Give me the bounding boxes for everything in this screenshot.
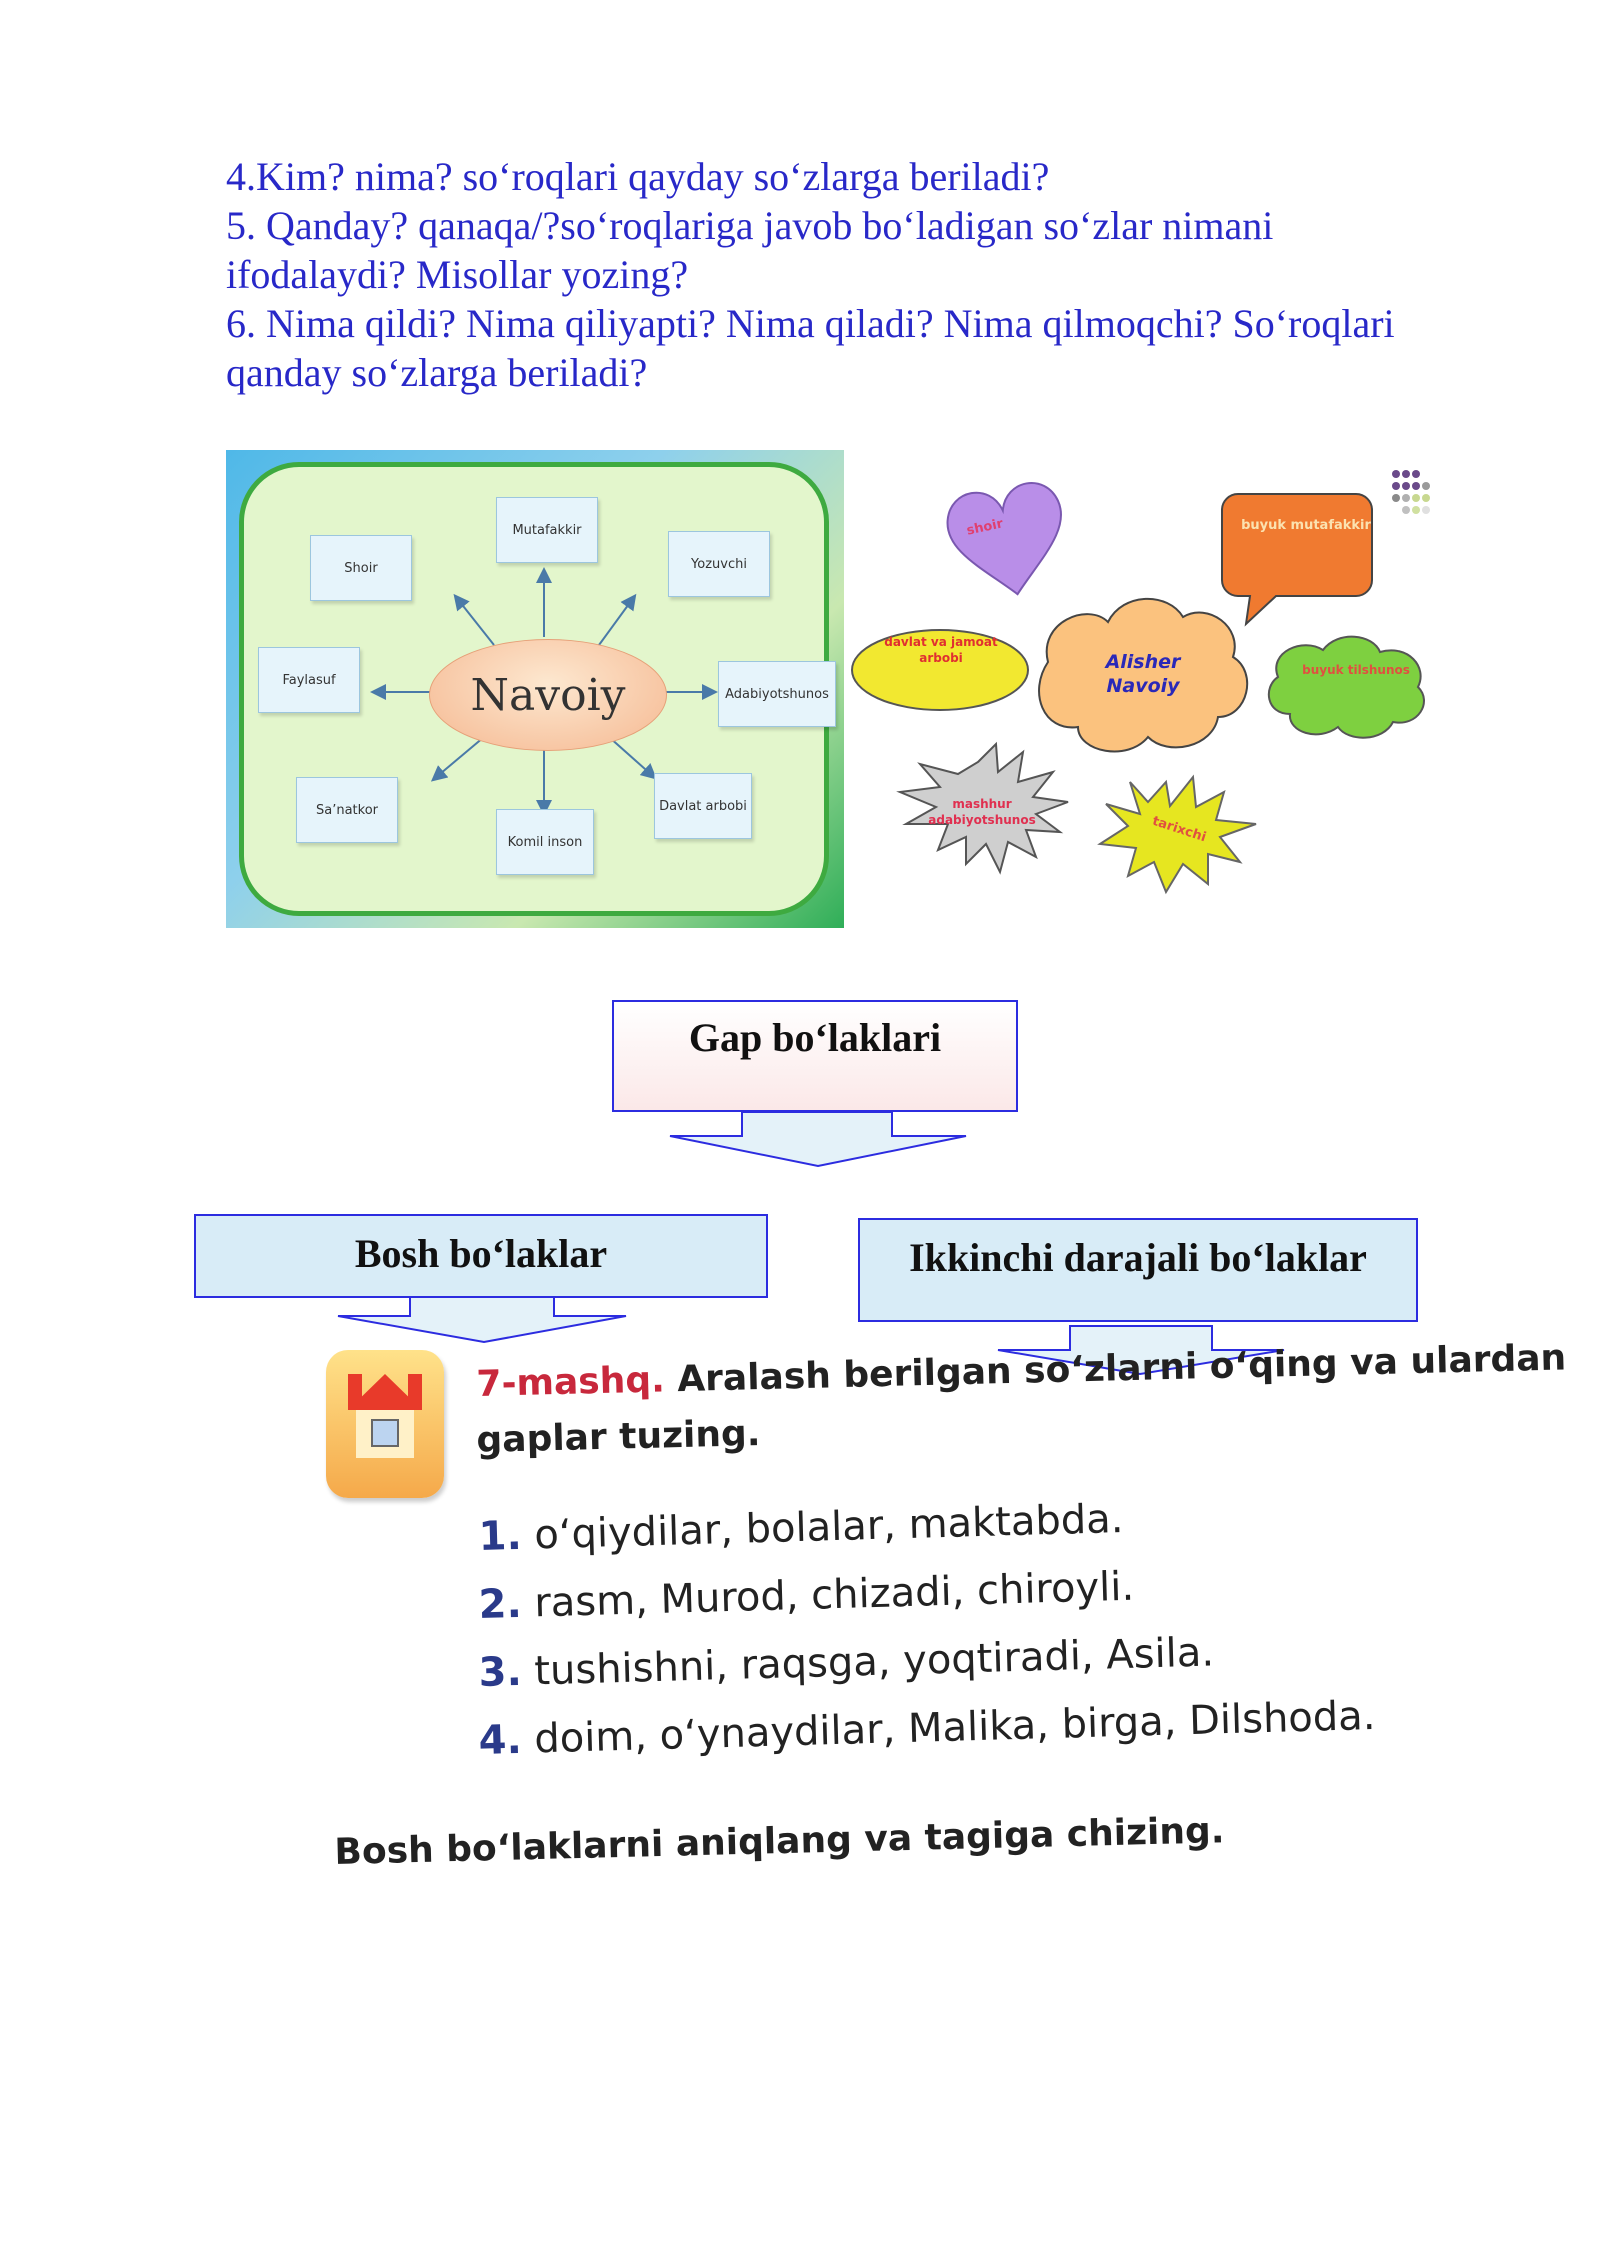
item-number: 4.: [478, 1716, 523, 1764]
question-6-line1: 6. Nima qildi? Nima qiliyapti? Nima qila…: [226, 301, 1395, 346]
question-6-line2: qanday so‘zlarga beriladi?: [226, 350, 648, 395]
exercise-item-2: 2. rasm, Murod, chizadi, chiroyli.: [478, 1564, 1135, 1628]
card-yozuvchi: Yozuvchi: [668, 531, 770, 597]
exercise-number: 7-mashq.: [476, 1359, 666, 1405]
bubble-shapes: [851, 470, 1430, 895]
exercise-house-icon: [326, 1350, 444, 1498]
card-mutafakkir: Mutafakkir: [496, 497, 598, 563]
house-icon: [348, 1374, 422, 1458]
bubble-mashhur-adabiyotshunos: mashhur adabiyotshunos: [928, 797, 1036, 827]
card-komil-inson: Komil inson: [496, 809, 594, 875]
card-faylasuf: Faylasuf: [258, 647, 360, 713]
box-bosh-bolaklar: Bosh bo‘laklar: [194, 1214, 768, 1298]
card-adabiyotshunos: Adabiyotshunos: [718, 661, 836, 727]
mindmap-frame: Mutafakkir Shoir Yozuvchi Faylasuf Adabi…: [239, 462, 836, 916]
item-text: tushishni, raqsga, yoqtiradi, Asila.: [533, 1629, 1215, 1695]
exercise-instruction-line2: gaplar tuzing.: [476, 1413, 761, 1461]
question-5-line2: ifodalaydi? Misollar yozing?: [226, 252, 689, 297]
bubble-alisher-navoiy: Alisher Navoiy: [1105, 651, 1181, 697]
question-5-line1: 5. Qanday? qanaqa/?so‘roqlariga javob bo…: [226, 203, 1274, 248]
item-number: 1.: [478, 1512, 523, 1560]
item-number: 2.: [478, 1580, 523, 1628]
card-shoir: Shoir: [310, 535, 412, 601]
card-davlat-arbobi: Davlat arbobi: [654, 773, 752, 839]
bubble-buyuk-tilshunos: buyuk tilshunos: [1302, 663, 1410, 677]
bubble-davlat-arbobi: davlat va jamoat arbobi: [884, 635, 998, 665]
exercise-footer: Bosh bo‘laklarni aniqlang va tagiga chiz…: [334, 1810, 1225, 1873]
item-text: rasm, Murod, chizadi, chiroyli.: [533, 1563, 1135, 1627]
item-number: 3.: [478, 1648, 523, 1696]
box-ikkinchi-darajali-bolaklar: Ikkinchi darajali bo‘laklar: [858, 1218, 1418, 1322]
navoiy-mindmap: Mutafakkir Shoir Yozuvchi Faylasuf Adabi…: [226, 450, 844, 928]
mindmap-center: Navoiy: [429, 639, 667, 751]
exercise-item-3: 3. tushishni, raqsga, yoqtiradi, Asila.: [478, 1629, 1215, 1696]
question-4: 4.Kim? nima? so‘roqlari qayday so‘zlarga…: [226, 154, 1050, 199]
exercise-item-4: 4. doim, o‘ynaydilar, Malika, birga, Dil…: [478, 1693, 1376, 1764]
diagram-arrows: [337, 1111, 1285, 1376]
box-gap-bolaklari: Gap bo‘laklari: [612, 1000, 1018, 1112]
item-text: o‘qiydilar, bolalar, maktabda.: [533, 1495, 1124, 1559]
navoiy-bubbles: shoir buyuk mutafakkir davlat va jamoat …: [848, 452, 1448, 912]
bubble-buyuk-mutafakkir: buyuk mutafakkir: [1241, 518, 1371, 533]
card-sanatkor: Sa’natkor: [296, 777, 398, 843]
mindmap-arrows: [370, 567, 718, 816]
exercise-item-1: 1. o‘qiydilar, bolalar, maktabda.: [478, 1496, 1124, 1560]
item-text: doim, o‘ynaydilar, Malika, birga, Dilsho…: [533, 1692, 1376, 1763]
